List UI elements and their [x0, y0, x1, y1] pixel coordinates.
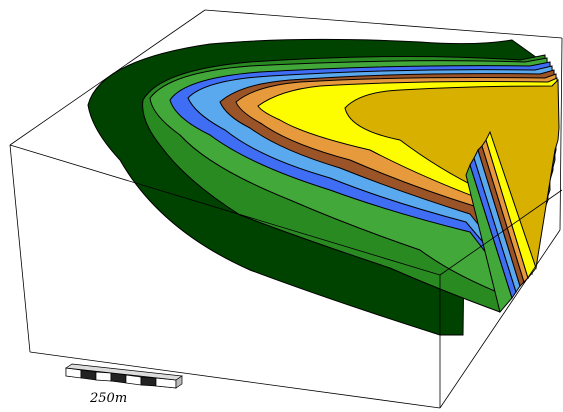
scale-bar	[65, 363, 183, 389]
bounding-box-back	[9, 9, 563, 353]
bounding-box-front	[9, 144, 563, 409]
gold-core-layer	[344, 78, 560, 270]
cut-face	[465, 130, 537, 314]
scale-bar-label: 250m	[89, 391, 127, 406]
